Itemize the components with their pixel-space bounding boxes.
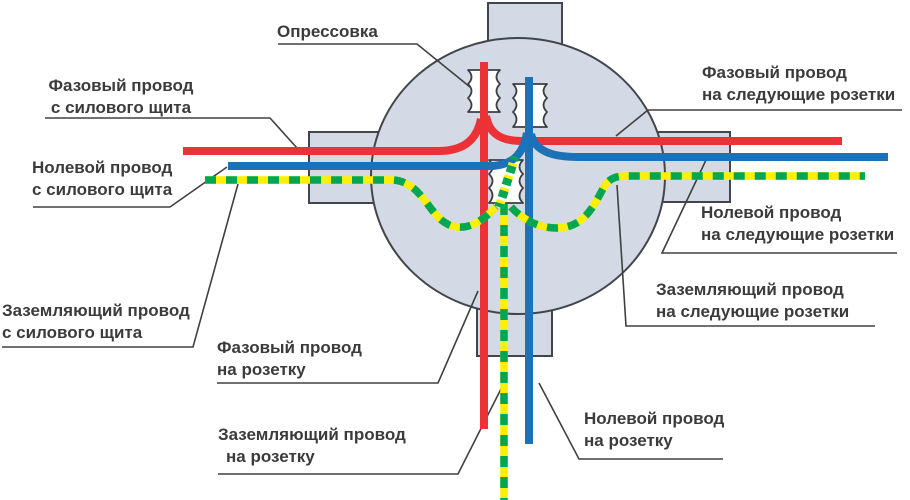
- label-crimp-line1: Опрессовка: [277, 22, 378, 41]
- leader-phase-from-panel: [45, 117, 298, 149]
- label-neutral-from-panel: Нолевой провод с силового щита: [32, 158, 173, 199]
- label-phase-to-next: Фазовый провод на следующие розетки: [702, 63, 896, 104]
- label-neutral-to-socket: Нолевой провод на розетку: [584, 409, 725, 450]
- leader-phase-to-socket: [217, 290, 479, 384]
- label-ground-from-panel: Заземляющий провод с силового щита: [2, 301, 190, 342]
- ground-wire-incoming: [205, 176, 499, 231]
- leader-phase-to-next: [615, 109, 902, 137]
- ground-wire-in-crimp: [494, 155, 520, 209]
- label-neutral-to-next: Нолевой провод на следующие розетки: [701, 203, 895, 244]
- label-phase-from-panel: Фазовый провод с силового щита: [48, 76, 194, 117]
- leader-ground-from-panel: [2, 183, 239, 348]
- label-crimp: Опрессовка: [277, 21, 378, 43]
- leader-ground-to-next: [616, 184, 875, 327]
- neutral-wire-outgoing: [527, 132, 888, 161]
- label-ground-to-next: Заземляющий провод на следующие розетки: [656, 280, 850, 321]
- leader-crimp: [278, 43, 471, 88]
- phase-wire-incoming: [183, 118, 485, 155]
- ground-wire-outgoing: [508, 172, 865, 232]
- leader-neutral-to-next: [660, 159, 897, 254]
- label-ground-to-socket: Заземляющий провод на розетку: [218, 425, 406, 466]
- leader-neutral-to-socket: [538, 382, 723, 460]
- label-phase-to-socket: Фазовый провод на розетку: [217, 338, 362, 379]
